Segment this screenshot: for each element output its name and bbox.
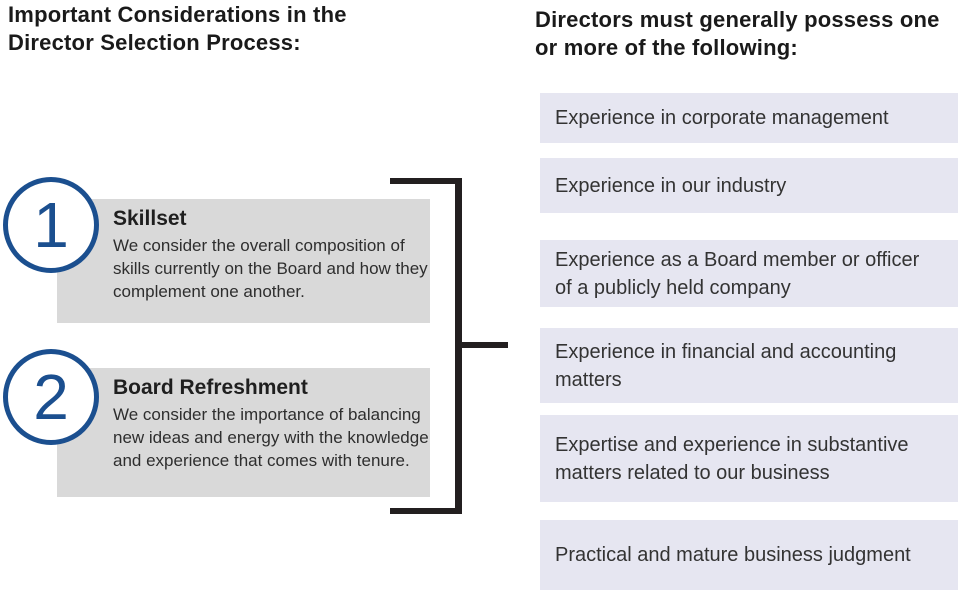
step-2-number-badge: 2 — [3, 349, 99, 445]
qualification-item: Experience in financial and accounting m… — [540, 328, 958, 403]
qualification-item: Experience in our industry — [540, 158, 958, 213]
bracket-middle-arm — [456, 342, 508, 348]
consideration-heading: Skillset — [113, 207, 187, 230]
qualification-text: Expertise and experience in substantive … — [555, 433, 909, 484]
qualification-text: Experience in our industry — [555, 174, 787, 197]
consideration-box-board-refreshment: Board Refreshment We consider the import… — [57, 368, 430, 497]
consideration-box-skillset: Skillset We consider the overall composi… — [57, 199, 430, 323]
left-panel-title: Important Considerations in the Director… — [8, 2, 347, 55]
qualification-text: Experience in financial and accounting m… — [555, 340, 897, 391]
step-1-number-badge: 1 — [3, 177, 99, 273]
qualification-item: Practical and mature business judgment — [540, 520, 958, 590]
qualification-item: Expertise and experience in substantive … — [540, 415, 958, 502]
qualification-item: Experience in corporate management — [540, 93, 958, 143]
consideration-body: We consider the importance of balancing … — [113, 405, 429, 470]
right-panel-title: Directors must generally possess one or … — [535, 7, 940, 60]
consideration-heading: Board Refreshment — [113, 376, 308, 399]
bracket-bottom-arm — [390, 508, 462, 514]
consideration-body: We consider the overall composition of s… — [113, 236, 428, 301]
qualification-text: Practical and mature business judgment — [555, 544, 911, 566]
bracket-top-arm — [390, 178, 462, 184]
qualification-text: Experience as a Board member or officer … — [555, 248, 920, 299]
qualification-text: Experience in corporate management — [555, 107, 889, 129]
qualification-item: Experience as a Board member or officer … — [540, 240, 958, 307]
